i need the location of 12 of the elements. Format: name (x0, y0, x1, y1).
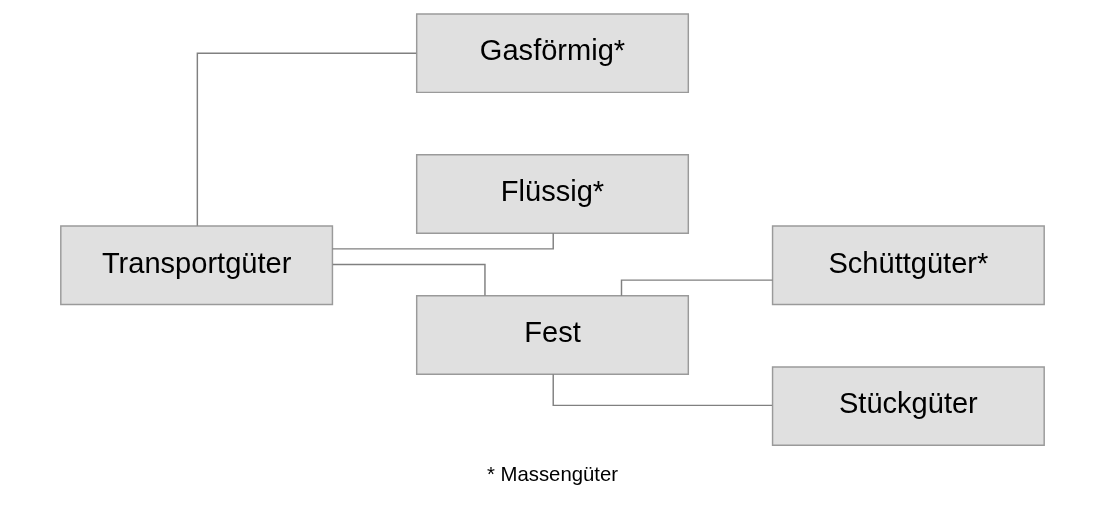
connector (552, 373, 773, 407)
node-box: Stückgüter (771, 366, 1045, 447)
node-box: Flüssig* (415, 154, 690, 234)
node-box: Transportgüter (60, 225, 334, 306)
connector (620, 279, 774, 297)
connector (332, 263, 486, 297)
connector (196, 52, 417, 227)
node-box: Gasförmig* (415, 13, 690, 94)
connector (331, 232, 554, 250)
node-box: Fest (415, 295, 690, 375)
node-box: Schüttgüter* (771, 225, 1045, 306)
label: * Massengüter (486, 463, 619, 486)
